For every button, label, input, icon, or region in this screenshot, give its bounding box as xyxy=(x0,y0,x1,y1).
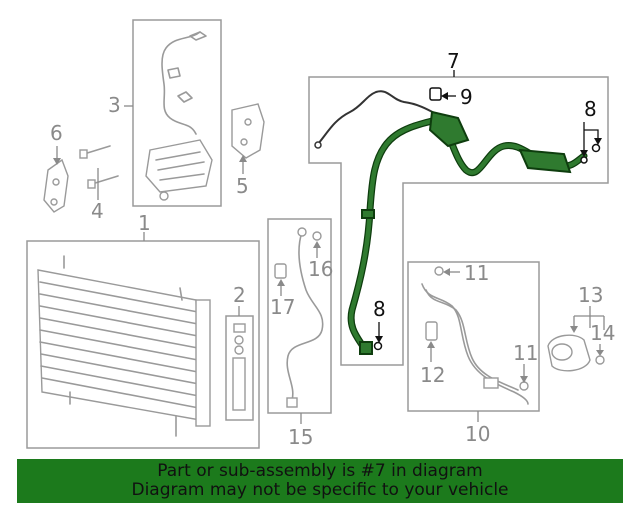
suction-line-assembly-7[interactable] xyxy=(308,76,609,366)
oring-14 xyxy=(595,355,605,365)
callout-9: 9 xyxy=(460,85,473,109)
callout-4: 4 xyxy=(91,199,104,223)
notice-banner: Part or sub-assembly is #7 in diagram Di… xyxy=(17,459,623,503)
hose-15 xyxy=(286,231,324,401)
oring-11-top xyxy=(434,266,444,276)
hose-15-end xyxy=(297,227,307,237)
receiver-oring-2 xyxy=(234,345,244,355)
cap-9 xyxy=(429,87,442,101)
callout-6: 6 xyxy=(50,121,63,145)
oring-16 xyxy=(312,231,322,241)
switch-12 xyxy=(425,321,438,341)
compressor-fins xyxy=(155,151,205,181)
callout-8-top: 8 xyxy=(584,97,597,121)
banner-line-2: Diagram may not be specific to your vehi… xyxy=(131,480,509,500)
bolt-shafts xyxy=(83,145,119,185)
condenser-fins xyxy=(39,281,200,409)
callout-11-top: 11 xyxy=(464,261,489,285)
bolts-4[interactable] xyxy=(79,145,119,189)
callout-1: 1 xyxy=(138,211,151,235)
hose-10 xyxy=(421,283,529,405)
compressor-bolt xyxy=(159,191,169,201)
receiver-cap xyxy=(233,323,246,333)
hose-10-sleeve xyxy=(483,377,499,389)
callout-15: 15 xyxy=(288,425,313,449)
callout-11-bottom: 11 xyxy=(513,341,538,365)
receiver-desiccant xyxy=(232,357,246,411)
callout-8-bottom: 8 xyxy=(373,297,386,321)
callout-12: 12 xyxy=(420,363,445,387)
callout-17: 17 xyxy=(270,295,295,319)
oring-8-bottom xyxy=(373,341,383,351)
banner-line-1: Part or sub-assembly is #7 in diagram xyxy=(157,461,483,481)
compressor-group[interactable] xyxy=(132,19,222,207)
oring-8-top xyxy=(591,143,601,153)
hose-muffler xyxy=(518,148,572,174)
cap-17 xyxy=(274,263,287,279)
compressor-harness xyxy=(161,31,201,135)
harness-connector xyxy=(189,31,207,41)
condenser-group[interactable] xyxy=(26,240,260,449)
hose-sleeve xyxy=(361,209,375,219)
harness-clips xyxy=(167,67,193,103)
callout-3: 3 xyxy=(108,93,121,117)
compressor-bracket xyxy=(231,103,265,159)
bracket-5[interactable] xyxy=(231,103,265,159)
callout-7: 7 xyxy=(447,49,460,73)
callout-13: 13 xyxy=(578,283,603,307)
condenser-brackets xyxy=(63,255,183,437)
receiver-group[interactable] xyxy=(225,315,254,421)
hose-manifold xyxy=(428,110,470,148)
bracket-6[interactable] xyxy=(43,158,69,213)
assembly-7-thin-line xyxy=(317,90,441,145)
hose-fitting xyxy=(359,341,373,355)
hose-15-fitting xyxy=(286,397,298,408)
mount-bracket xyxy=(43,158,69,213)
callout-16: 16 xyxy=(308,257,333,281)
callout-10: 10 xyxy=(465,422,490,446)
oring-8-top-2 xyxy=(580,156,588,164)
bolt-head-lower xyxy=(87,179,96,189)
valve-port xyxy=(551,343,573,361)
receiver-oring xyxy=(234,335,244,345)
hose-10-group[interactable] xyxy=(407,261,540,412)
expansion-valve-group[interactable] xyxy=(547,334,605,372)
leader-8-top xyxy=(583,122,599,150)
callout-14: 14 xyxy=(590,321,615,345)
hose-15-group[interactable] xyxy=(267,218,332,414)
oring-11-bottom xyxy=(519,381,529,391)
callout-5: 5 xyxy=(236,174,249,198)
leader-13 xyxy=(573,306,605,330)
bolt-head-upper xyxy=(79,149,88,159)
condenser-tank xyxy=(195,299,211,427)
callout-2: 2 xyxy=(233,283,246,307)
